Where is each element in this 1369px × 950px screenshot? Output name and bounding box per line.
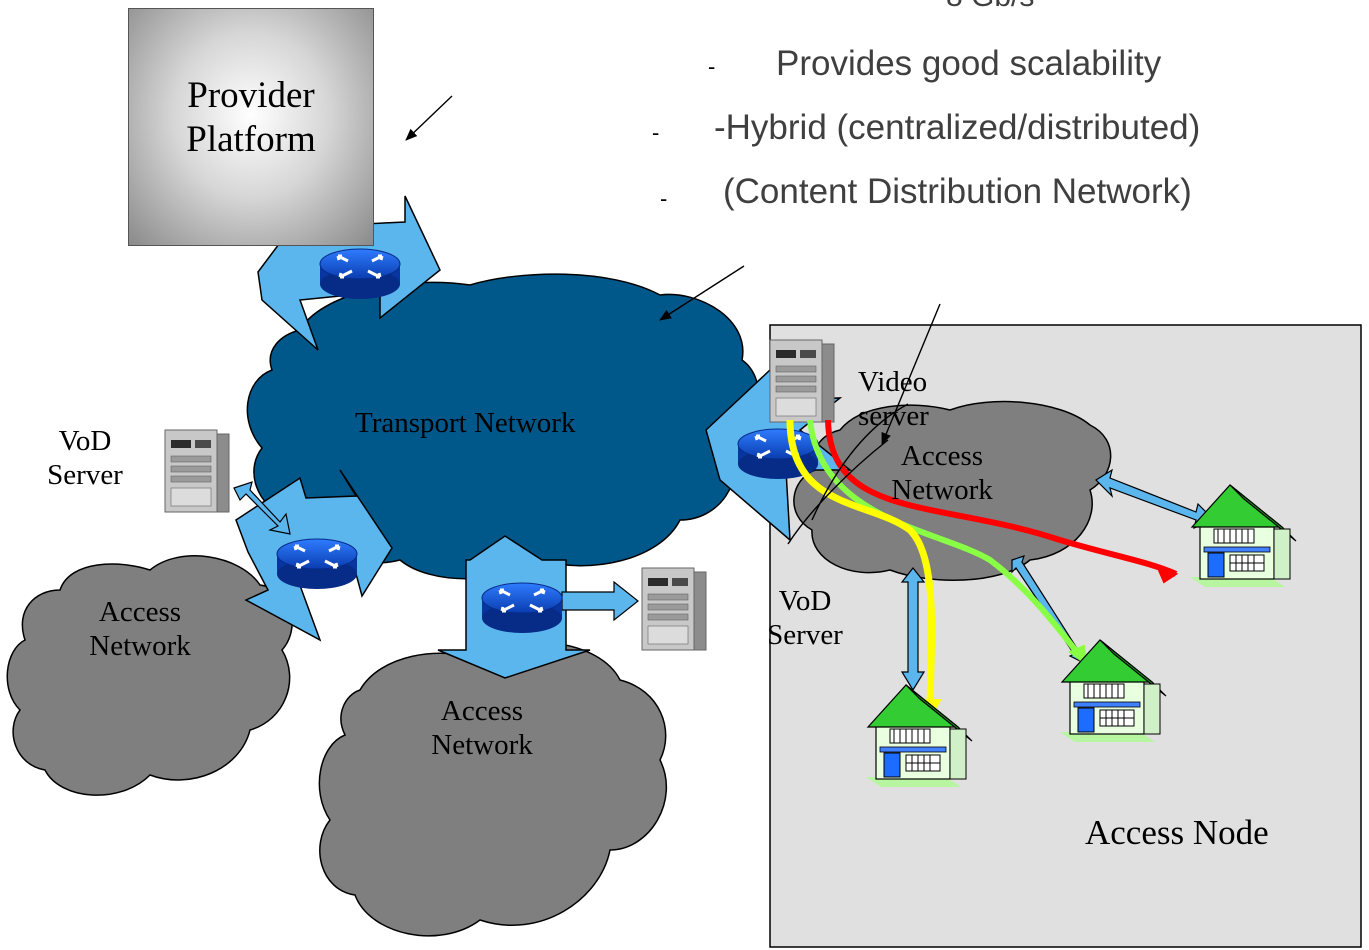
access-network-right-label: Access Network [891,440,993,507]
access-cloud-bottom [318,641,667,937]
bullet-top-line: 8 Gb/s [946,0,1034,14]
access-cloud-right [793,400,1112,581]
stream-yellow [786,419,936,717]
vod-left-link [233,481,291,535]
transport-network-cloud [246,273,760,580]
access-network-left-label: Access Network [89,596,191,663]
bullet-dash-1: - [708,54,716,79]
vod-server-left-label: VoD Server [47,425,123,492]
router-provider [318,247,402,301]
bullet-line-1: Provides good scalability [776,44,1162,83]
video-server-icon [769,339,835,423]
pointer-lines [405,95,941,545]
access-network-bottom-label: Access Network [431,695,533,762]
provider-platform-label: Provider Platform [186,75,316,160]
router-bottom [480,581,564,635]
video-server-label: Video server [858,366,929,433]
stream-red-head [1156,566,1179,584]
stream-green [807,419,1089,666]
vod-server-right-label: VoD Server [767,585,843,652]
bullet-line-3: (Content Distribution Network) [723,172,1192,211]
access-cloud-left [6,555,293,796]
stream-red [825,419,1178,577]
vod-server-left-icon [164,429,230,513]
access-node-label: Access Node [1085,813,1269,852]
vod-server-bottom-icon [641,567,707,651]
vod-bottom-link [561,580,639,622]
provider-platform-box [128,8,374,246]
bullet-dash-3: - [660,186,668,211]
bullet-line-2: -Hybrid (centralized/distributed) [714,108,1201,147]
router-left [275,537,359,591]
house2-link [900,567,926,692]
bullet-dash-2: - [652,120,660,145]
transport-network-label: Transport Network [355,407,576,439]
